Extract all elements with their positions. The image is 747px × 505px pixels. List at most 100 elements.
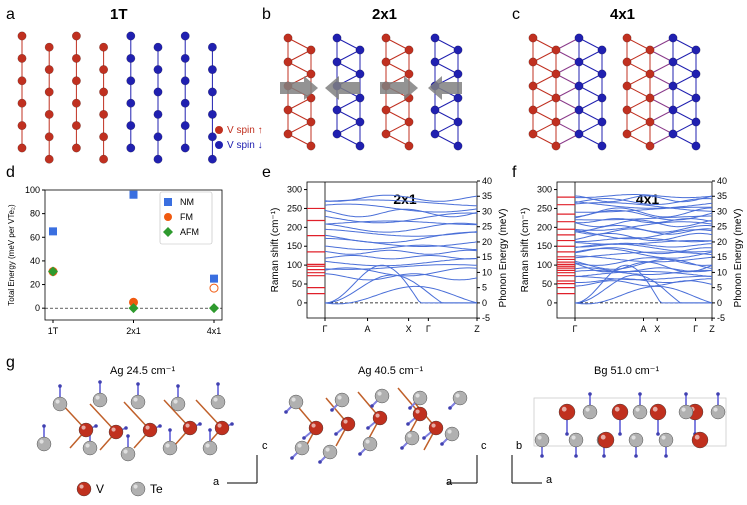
highlight <box>343 419 348 424</box>
bond <box>532 97 557 111</box>
spin-legend-dots <box>215 126 223 149</box>
phonon-band <box>324 194 478 202</box>
y-tick-label: 100 <box>287 260 302 270</box>
bond <box>626 37 651 51</box>
te-atom <box>130 394 146 410</box>
x-tick-label: Γ <box>323 324 328 334</box>
nm-point <box>210 274 218 283</box>
te-atom <box>534 432 550 448</box>
phonon-band <box>324 258 477 267</box>
phonon-band <box>574 275 712 281</box>
phonon-band <box>574 225 713 233</box>
bond <box>672 37 697 51</box>
spin-arrow-shaft <box>339 82 360 94</box>
bond <box>532 73 557 87</box>
spin-arrow-head <box>325 76 339 100</box>
bond <box>578 85 603 99</box>
te-atom <box>82 440 98 456</box>
highlight <box>681 407 686 412</box>
bond <box>626 133 651 147</box>
afm-point <box>48 266 58 277</box>
arrow-tip <box>136 382 140 386</box>
v-atom <box>622 81 632 91</box>
v-atom <box>126 31 136 41</box>
v-atom <box>17 53 27 63</box>
v-atom <box>332 57 342 67</box>
v-atom <box>44 87 54 97</box>
bond <box>532 109 557 123</box>
bond <box>649 85 674 99</box>
bond <box>649 37 674 51</box>
arrow-tip <box>302 436 306 440</box>
arrow-tip <box>334 432 338 436</box>
v-atom <box>551 93 561 103</box>
arrow-tip <box>565 432 569 436</box>
arrow-tip <box>656 432 660 436</box>
bond <box>434 97 459 111</box>
v-atom <box>355 141 365 151</box>
bond <box>336 109 361 123</box>
phonon-band <box>574 285 713 305</box>
v-atom <box>306 45 316 55</box>
v-atom <box>180 121 190 131</box>
arrow-tip <box>408 406 412 410</box>
v-atom <box>453 69 463 79</box>
bond <box>287 133 312 147</box>
afm-point <box>128 303 139 314</box>
te-atom <box>202 440 218 456</box>
v-atom <box>691 93 701 103</box>
highlight <box>311 423 316 428</box>
axis-a-2: a <box>446 476 453 488</box>
bond <box>336 37 361 51</box>
v-atom <box>214 420 230 436</box>
te-atom <box>412 390 428 406</box>
y2-tick-label: 40 <box>717 176 727 186</box>
bond <box>336 133 361 147</box>
v-atom <box>99 87 109 97</box>
arrow-tip <box>290 456 294 460</box>
bond <box>434 61 459 75</box>
v-atom <box>99 132 109 142</box>
arrow-tip <box>366 426 370 430</box>
spin-arrow-head <box>304 76 318 100</box>
bond <box>287 121 312 135</box>
highlight <box>297 443 302 448</box>
v-atom <box>453 141 463 151</box>
v-atom <box>44 154 54 164</box>
highlight <box>111 427 116 432</box>
highlight <box>133 484 138 489</box>
arrow-tip <box>124 426 128 430</box>
v-atom <box>597 431 615 449</box>
plot-frame <box>306 181 478 319</box>
bond <box>578 61 603 75</box>
v-atom <box>126 76 136 86</box>
y-tick-label: 60 <box>30 232 40 242</box>
v-atom <box>528 105 538 115</box>
arrow-tip <box>126 434 130 438</box>
arrow-tip <box>400 446 404 450</box>
phonon-band <box>574 267 713 273</box>
bond <box>434 109 459 123</box>
v-atom <box>668 81 678 91</box>
bond <box>626 109 651 123</box>
y-tick-label: 100 <box>537 260 552 270</box>
v-atom <box>412 406 428 422</box>
v-atom <box>622 33 632 43</box>
y-tick-label: 150 <box>287 241 302 251</box>
highlight <box>217 423 222 428</box>
mode-title-3: Bg 51.0 cm⁻¹ <box>594 365 660 377</box>
y2-tick-label: -5 <box>482 313 490 323</box>
highlight <box>133 397 138 402</box>
v-atom <box>528 33 538 43</box>
v-atom <box>71 143 81 153</box>
x-tick-label: X <box>406 324 412 334</box>
v-atom <box>182 420 198 436</box>
v-atom <box>17 31 27 41</box>
phonon-band <box>574 202 713 212</box>
highlight <box>377 391 382 396</box>
y2-tick-label: 10 <box>482 267 492 277</box>
bond <box>626 85 651 99</box>
highlight <box>571 435 576 440</box>
v-atom <box>126 53 136 63</box>
